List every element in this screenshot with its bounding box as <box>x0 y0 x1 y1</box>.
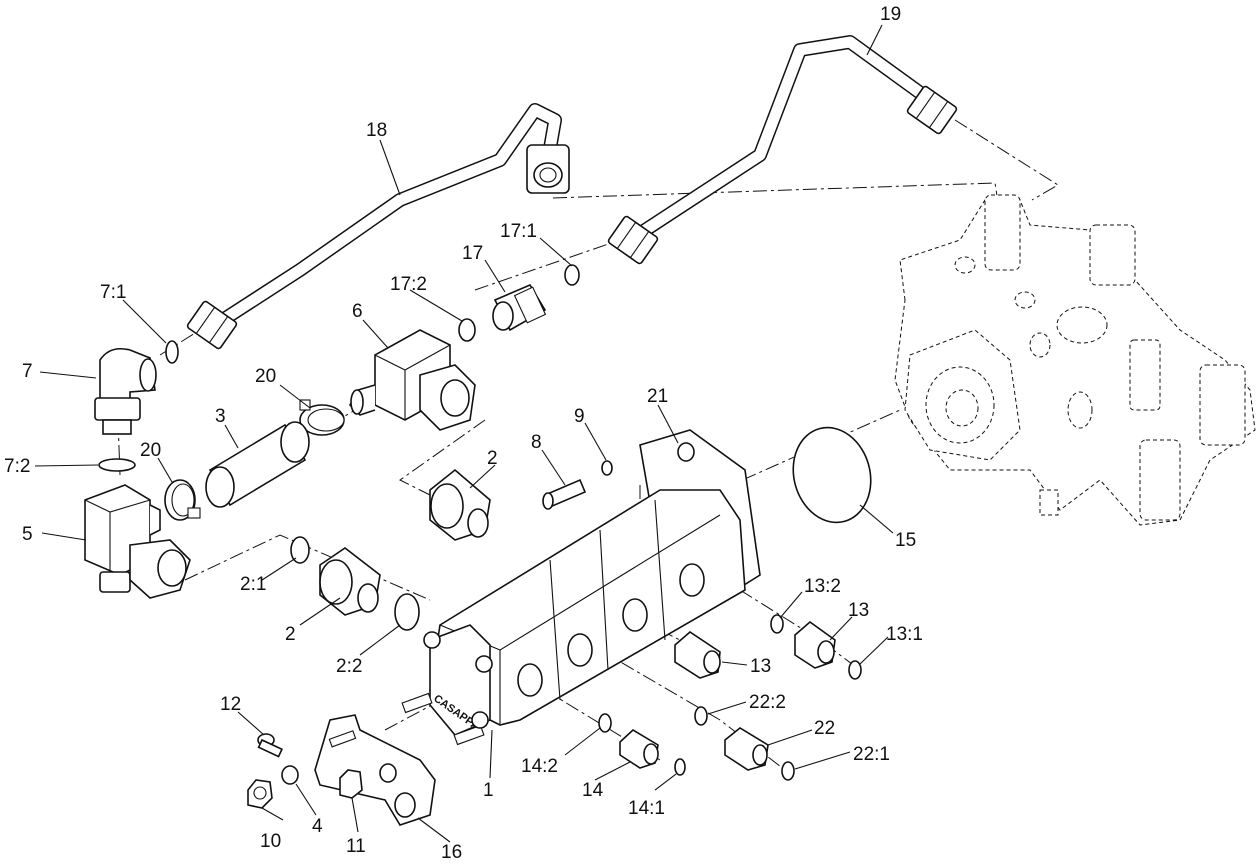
washer-4 <box>281 765 299 785</box>
o-ring-15 <box>792 426 872 524</box>
o-ring-2-2 <box>394 593 420 631</box>
gear-pump-1: CASAPPA <box>401 489 746 746</box>
callout-7: 7 <box>22 361 33 382</box>
callout-21: 21 <box>647 386 668 407</box>
callout-17-1: 17:1 <box>500 221 537 242</box>
o-ring-14-1 <box>674 758 686 776</box>
hydrostatic-pump-ghost <box>894 194 1256 526</box>
adapter-17 <box>492 283 547 332</box>
pipe-19 <box>607 35 958 265</box>
callout-22-2: 22:2 <box>749 692 786 713</box>
callout-14-2: 14:2 <box>521 756 558 777</box>
callout-3: 3 <box>215 406 226 427</box>
o-ring-17-2 <box>458 318 476 342</box>
pipe-18 <box>186 103 570 350</box>
o-ring-14-2 <box>598 713 612 733</box>
adapter-2-upper <box>429 468 491 541</box>
callout-13-lower: 13 <box>750 656 771 677</box>
o-ring-13-2 <box>770 614 784 634</box>
callout-labels: 19 18 17:1 17 17:2 6 7:1 7 20 3 21 9 8 2… <box>4 4 923 863</box>
callout-13-1: 13:1 <box>886 624 923 645</box>
nut-11 <box>339 769 363 799</box>
hose-clamp-20a <box>164 479 201 521</box>
callout-17: 17 <box>462 243 483 264</box>
callout-16: 16 <box>441 842 462 863</box>
adapter-14 <box>619 729 659 769</box>
washer-9 <box>601 460 613 476</box>
callout-19: 19 <box>880 4 901 25</box>
callout-14: 14 <box>582 780 604 801</box>
bracket-16 <box>314 714 436 826</box>
tee-fitting-5 <box>84 484 191 599</box>
callout-13-upper: 13 <box>848 600 869 621</box>
leader-lines <box>34 24 894 843</box>
o-ring-7-2 <box>98 458 136 472</box>
callout-2-upper: 2 <box>487 448 498 469</box>
callout-8: 8 <box>531 432 542 453</box>
callout-13-2: 13:2 <box>804 576 841 597</box>
callout-18: 18 <box>366 120 387 141</box>
o-ring-22-1 <box>781 761 795 781</box>
callout-2-lower: 2 <box>285 624 296 645</box>
callout-6: 6 <box>352 301 363 322</box>
callout-20-upper: 20 <box>255 366 276 387</box>
hose-clamp-20b <box>299 399 345 436</box>
callout-15: 15 <box>895 530 916 551</box>
callout-22: 22 <box>814 718 835 739</box>
o-ring-13-1 <box>848 660 862 680</box>
adapter-22 <box>724 727 769 771</box>
callout-1: 1 <box>483 780 494 801</box>
adapter-2-lower <box>319 547 381 616</box>
callout-20-lower: 20 <box>140 440 161 461</box>
callout-7-2: 7:2 <box>4 456 30 477</box>
callout-2-2: 2:2 <box>336 656 362 677</box>
bolt-12 <box>257 733 284 758</box>
nut-10 <box>247 779 273 809</box>
adapter-13b <box>674 630 721 679</box>
adapter-13a <box>794 620 836 669</box>
o-ring-7-1 <box>165 340 179 364</box>
callout-14-1: 14:1 <box>628 798 665 819</box>
callout-10: 10 <box>260 831 281 852</box>
o-ring-17-1 <box>564 264 580 286</box>
callout-5: 5 <box>22 524 33 545</box>
o-ring-22-2 <box>694 706 708 726</box>
tee-fitting-6 <box>349 329 476 431</box>
callout-11: 11 <box>346 836 366 857</box>
o-ring-2-1 <box>290 536 310 564</box>
callout-9: 9 <box>574 406 585 427</box>
hose-3 <box>205 421 310 508</box>
callout-4: 4 <box>312 816 323 837</box>
callout-12: 12 <box>220 694 241 715</box>
elbow-fitting-7 <box>94 347 157 435</box>
callout-2-1: 2:1 <box>240 574 266 595</box>
callout-17-2: 17:2 <box>390 274 427 295</box>
callout-22-1: 22:1 <box>853 744 890 765</box>
callout-7-1: 7:1 <box>100 282 126 303</box>
screw-8 <box>542 478 587 510</box>
